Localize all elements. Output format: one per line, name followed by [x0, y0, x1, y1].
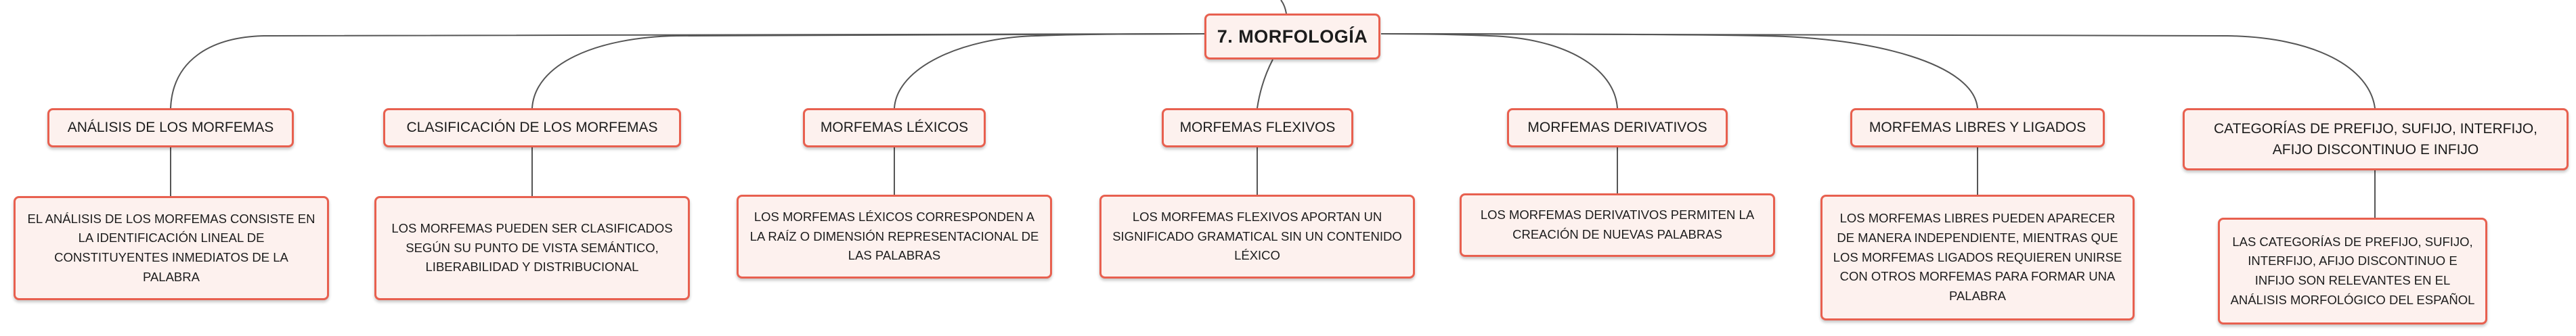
connector-branch-1 — [170, 33, 1206, 109]
connector-branch-2 — [531, 33, 1206, 109]
detail-text: LOS MORFEMAS LÉXICOS CORRESPONDEN A LA R… — [749, 209, 1039, 263]
branch-detail-categorias[interactable]: LAS CATEGORÍAS DE PREFIJO, SUFIJO, INTER… — [2218, 218, 2487, 325]
branch-title: CATEGORÍAS DE PREFIJO, SUFIJO, INTERFIJO… — [2214, 120, 2537, 158]
detail-text: EL ANÁLISIS DE LOS MORFEMAS CONSISTE EN … — [27, 211, 315, 284]
detail-text: LOS MORFEMAS DERIVATIVOS PERMITEN LA CRE… — [1480, 208, 1755, 241]
branch-topic-lexicos[interactable]: MORFEMAS LÉXICOS — [803, 108, 986, 147]
root-title: 7. MORFOLOGÍA — [1217, 26, 1368, 47]
detail-text: LOS MORFEMAS FLEXIVOS APORTAN UN SIGNIFI… — [1112, 209, 1402, 263]
connector-branch-7 — [1380, 33, 2376, 109]
root-topic[interactable]: 7. MORFOLOGÍA — [1204, 14, 1380, 59]
branch-title: CLASIFICACIÓN DE LOS MORFEMAS — [406, 120, 658, 136]
branch-detail-libres-ligados[interactable]: LOS MORFEMAS LIBRES PUEDEN APARECER DE M… — [1820, 195, 2135, 320]
detail-text: LOS MORFEMAS LIBRES PUEDEN APARECER DE M… — [1833, 211, 2122, 303]
connector-branch-3 — [894, 33, 1206, 109]
branch-detail-flexivos[interactable]: LOS MORFEMAS FLEXIVOS APORTAN UN SIGNIFI… — [1099, 195, 1415, 279]
branch-title: MORFEMAS DERIVATIVOS — [1527, 120, 1707, 136]
connector-root-stub — [1280, 0, 1287, 14]
branch-detail-analisis[interactable]: EL ANÁLISIS DE LOS MORFEMAS CONSISTE EN … — [14, 196, 329, 300]
branch-topic-clasificacion[interactable]: CLASIFICACIÓN DE LOS MORFEMAS — [383, 108, 681, 147]
branch-topic-libres-ligados[interactable]: MORFEMAS LIBRES Y LIGADOS — [1850, 108, 2105, 147]
branch-detail-lexicos[interactable]: LOS MORFEMAS LÉXICOS CORRESPONDEN A LA R… — [737, 195, 1052, 279]
connector-branch-4 — [1257, 59, 1273, 109]
branch-detail-derivativos[interactable]: LOS MORFEMAS DERIVATIVOS PERMITEN LA CRE… — [1460, 193, 1775, 257]
branch-topic-derivativos[interactable]: MORFEMAS DERIVATIVOS — [1507, 108, 1728, 147]
branch-topic-analisis[interactable]: ANÁLISIS DE LOS MORFEMAS — [47, 108, 294, 147]
connector-branch-5 — [1380, 33, 1618, 109]
branch-title: ANÁLISIS DE LOS MORFEMAS — [67, 120, 274, 136]
branch-detail-clasificacion[interactable]: LOS MORFEMAS PUEDEN SER CLASIFICADOS SEG… — [374, 196, 690, 300]
branch-title: MORFEMAS LIBRES Y LIGADOS — [1869, 120, 2087, 136]
branch-topic-categorias[interactable]: CATEGORÍAS DE PREFIJO, SUFIJO, INTERFIJO… — [2183, 108, 2569, 170]
detail-text: LAS CATEGORÍAS DE PREFIJO, SUFIJO, INTER… — [2230, 234, 2475, 307]
detail-text: LOS MORFEMAS PUEDEN SER CLASIFICADOS SEG… — [391, 220, 673, 274]
connector-branch-6 — [1380, 33, 1978, 109]
branch-title: MORFEMAS LÉXICOS — [820, 120, 969, 136]
branch-title: MORFEMAS FLEXIVOS — [1179, 120, 1336, 136]
branch-topic-flexivos[interactable]: MORFEMAS FLEXIVOS — [1162, 108, 1353, 147]
